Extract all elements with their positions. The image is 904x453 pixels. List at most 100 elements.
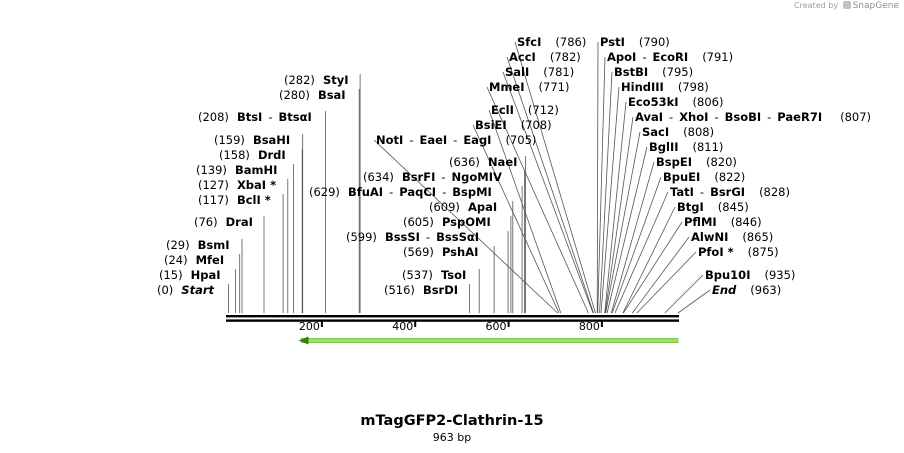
created-by-text: Created by [794, 1, 839, 10]
site-label-psti[interactable]: PstI(790) [600, 35, 670, 49]
enzyme-separator: - [425, 230, 431, 244]
site-position: (806) [692, 95, 724, 109]
enzyme-name: BtsαI [278, 110, 312, 124]
site-label-end[interactable]: End(963) [712, 283, 781, 297]
site-label-pspomi[interactable]: (605) PspOMI [403, 215, 491, 229]
leader-line-acci [506, 56, 594, 314]
site-label-bsrfi[interactable]: (634)BsrFI-NgoMIV [363, 170, 502, 184]
enzyme-name: PspOMI [441, 215, 491, 229]
enzyme-name: DrdI [257, 148, 286, 162]
enzyme-name: TatI [670, 185, 694, 199]
site-label-bsahi[interactable]: (159)BsaHI [214, 133, 290, 147]
leader-line-avai [604, 116, 634, 314]
site-position: (935) [764, 268, 796, 282]
site-enzymes: SalI [505, 65, 529, 79]
site-label-ecli[interactable]: EclI(712) [491, 103, 559, 117]
site-label-pshai[interactable]: (569)PshAI [403, 245, 478, 259]
site-enzymes: BamHI [235, 163, 277, 177]
site-label-apai[interactable]: (609)ApaI [429, 200, 497, 214]
site-label-hindiii[interactable]: HindIII(798) [621, 80, 709, 94]
enzyme-name: PflMI [684, 215, 717, 229]
site-label-bsrdi[interactable]: (516)BsrDI [384, 283, 458, 297]
site-position: (771) [538, 80, 570, 94]
enzyme-name: BglII [649, 140, 679, 154]
site-position: (811) [692, 140, 724, 154]
site-position: (569) [403, 245, 434, 259]
ruler-tick-600 [507, 321, 510, 327]
enzyme-name: PaqCI [399, 185, 437, 199]
enzyme-name: SalI [505, 65, 530, 79]
site-label-sfci[interactable]: SfcI(786) [517, 35, 586, 49]
site-position: (605) [403, 215, 434, 229]
site-label-saci[interactable]: SacI(808) [642, 125, 714, 139]
site-label-drai[interactable]: (76)DraI [194, 215, 253, 229]
enzyme-name: EagI [463, 133, 492, 147]
site-label-alwni[interactable]: AlwNI(865) [691, 230, 773, 244]
site-label-bfuai[interactable]: (629)BfuAI-PaqCI-BspMI [309, 185, 492, 199]
site-label-pflmi[interactable]: PflMI(846) [684, 215, 762, 229]
site-enzymes: PstI [600, 35, 625, 49]
leader-line-bpu10i [664, 274, 704, 314]
site-position: (282) [284, 73, 315, 87]
site-label-bglii[interactable]: BglII (811) [649, 140, 723, 154]
site-position: (808) [683, 125, 715, 139]
site-enzymes: ApaI [468, 200, 497, 214]
tick-label-200: 200 [298, 320, 320, 333]
site-label-xbai[interactable]: (127)XbaI * [198, 178, 276, 192]
site-label-start[interactable]: (0)Start [157, 283, 214, 297]
enzyme-name: BstBI [614, 65, 649, 79]
site-label-bpu10i[interactable]: Bpu10I(935) [705, 268, 795, 282]
site-label-hpai[interactable]: (15)HpaI [159, 268, 221, 282]
site-label-bsssi[interactable]: (599)BssSI-BssSαI [346, 230, 479, 244]
enzyme-name: NaeI [487, 155, 518, 169]
site-label-btsi[interactable]: (208)BtsI-BtsαI [198, 110, 312, 124]
enzyme-name: BsiEI [475, 118, 507, 132]
site-label-bsmi[interactable]: (29)BsmI [166, 238, 229, 252]
site-label-bsai[interactable]: (280)BsaI [279, 88, 346, 102]
enzyme-name: NgoMIV [451, 170, 502, 184]
site-enzymes: BtsI-BtsαI [237, 110, 312, 124]
site-position: (875) [747, 245, 779, 259]
site-label-styi[interactable]: (282)StyI [284, 73, 349, 87]
enzyme-separator: - [409, 133, 414, 147]
site-label-eco53ki[interactable]: Eco53kI(806) [628, 95, 723, 109]
site-position: (845) [717, 200, 749, 214]
site-label-btgi[interactable]: BtgI(845) [677, 200, 749, 214]
site-position: (280) [279, 88, 310, 102]
site-label-mfei[interactable]: (24)MfeI [164, 253, 224, 267]
leader-line-hindiii [600, 86, 620, 314]
site-position: (158) [219, 148, 250, 162]
site-label-apoi[interactable]: ApoI-EcoRI(791) [607, 50, 733, 64]
site-enzymes: ApoI-EcoRI [607, 50, 688, 64]
ruler-ticks [320, 321, 603, 327]
site-label-sali[interactable]: SalI(781) [505, 65, 574, 79]
site-label-bamhi[interactable]: (139)BamHI [196, 163, 277, 177]
site-label-drdi[interactable]: (158) DrdI [219, 148, 286, 162]
site-label-tati[interactable]: TatI-BsrGI(828) [670, 185, 790, 199]
site-label-bstbi[interactable]: BstBI(795) [614, 65, 693, 79]
site-enzymes: BsaHI [253, 133, 290, 147]
leader-line-bglii [606, 146, 648, 314]
site-enzymes: BssSI-BssSαI [385, 230, 479, 244]
site-label-avai[interactable]: AvaI-XhoI-BsoBI-PaeR7I(807) [635, 110, 871, 124]
sequence-backbone [226, 315, 679, 322]
site-label-pfoi[interactable]: PfoI *(875) [698, 245, 779, 259]
site-label-tsoi[interactable]: (537)TsoI [402, 268, 466, 282]
enzyme-name: BsoBI [724, 110, 762, 124]
site-label-noti[interactable]: NotI-EaeI-EagI(705) [376, 133, 536, 147]
site-label-bcli[interactable]: (117)BclI * [198, 193, 271, 207]
leader-line-alwni [631, 236, 690, 314]
site-enzymes: DrdI [258, 148, 286, 162]
site-label-bsiei[interactable]: BsiEI(708) [475, 118, 552, 132]
site-label-bspei[interactable]: BspEI(820) [656, 155, 737, 169]
site-enzymes: Start [181, 283, 214, 297]
site-position: (636) [449, 155, 480, 169]
site-label-mmei[interactable]: MmeI(771) [489, 80, 569, 94]
leader-line-noti [373, 139, 558, 314]
site-label-bpuei[interactable]: BpuEI(822) [663, 170, 745, 184]
site-label-acci[interactable]: AccI(782) [509, 50, 581, 64]
enzyme-separator: - [268, 110, 273, 124]
feature-arrow[interactable] [298, 336, 679, 345]
enzyme-name: BsrFI [401, 170, 436, 184]
site-label-naei[interactable]: (636) NaeI [449, 155, 517, 169]
